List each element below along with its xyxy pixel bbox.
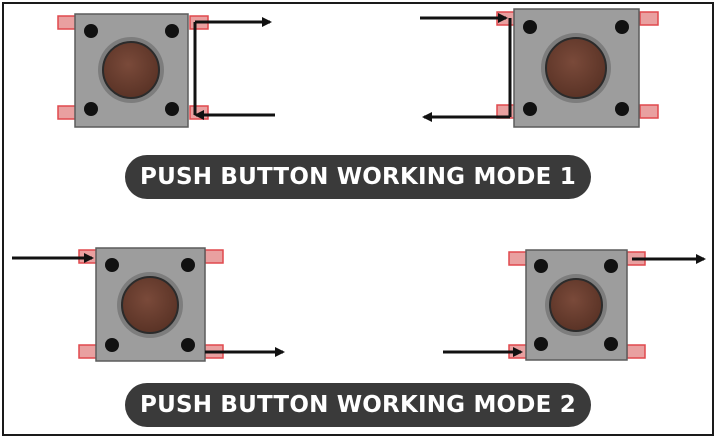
push-button-mode2-right xyxy=(508,249,646,361)
pin-top-left xyxy=(508,251,528,266)
pin-bottom-right xyxy=(626,344,646,359)
button-cap xyxy=(549,278,603,332)
pin-top-right xyxy=(639,11,659,26)
pin-top-left xyxy=(57,15,77,30)
push-button-mode2-left xyxy=(78,247,224,362)
corner-dot xyxy=(534,337,548,351)
button-cap xyxy=(121,276,179,334)
button-cap xyxy=(102,41,160,99)
push-button-mode1-left xyxy=(57,13,209,128)
corner-dot xyxy=(604,337,618,351)
mode1-right-connection xyxy=(420,13,512,122)
pin-bottom-left xyxy=(78,344,98,359)
corner-dot xyxy=(181,258,195,272)
pin-bottom-right xyxy=(639,104,659,119)
mode2-right-connection xyxy=(443,254,706,357)
corner-dot xyxy=(523,102,537,116)
mode2-left-connection xyxy=(12,253,285,357)
corner-dot xyxy=(165,24,179,38)
mode1-left-connection xyxy=(193,17,275,120)
corner-dot xyxy=(615,102,629,116)
corner-dot xyxy=(523,20,537,34)
corner-dot xyxy=(105,338,119,352)
caption-mode-2: PUSH BUTTON WORKING MODE 2 xyxy=(125,383,591,427)
corner-dot xyxy=(105,258,119,272)
corner-dot xyxy=(615,20,629,34)
corner-dot xyxy=(165,102,179,116)
pin-bottom-left xyxy=(57,105,77,120)
pin-top-right xyxy=(204,249,224,264)
corner-dot xyxy=(84,24,98,38)
corner-dot xyxy=(181,338,195,352)
corner-dot xyxy=(534,259,548,273)
push-button-mode1-right xyxy=(496,8,659,128)
corner-dot xyxy=(84,102,98,116)
caption-mode-1: PUSH BUTTON WORKING MODE 1 xyxy=(125,155,591,199)
corner-dot xyxy=(604,259,618,273)
pin-bottom-right xyxy=(189,105,209,120)
button-cap xyxy=(545,37,607,99)
